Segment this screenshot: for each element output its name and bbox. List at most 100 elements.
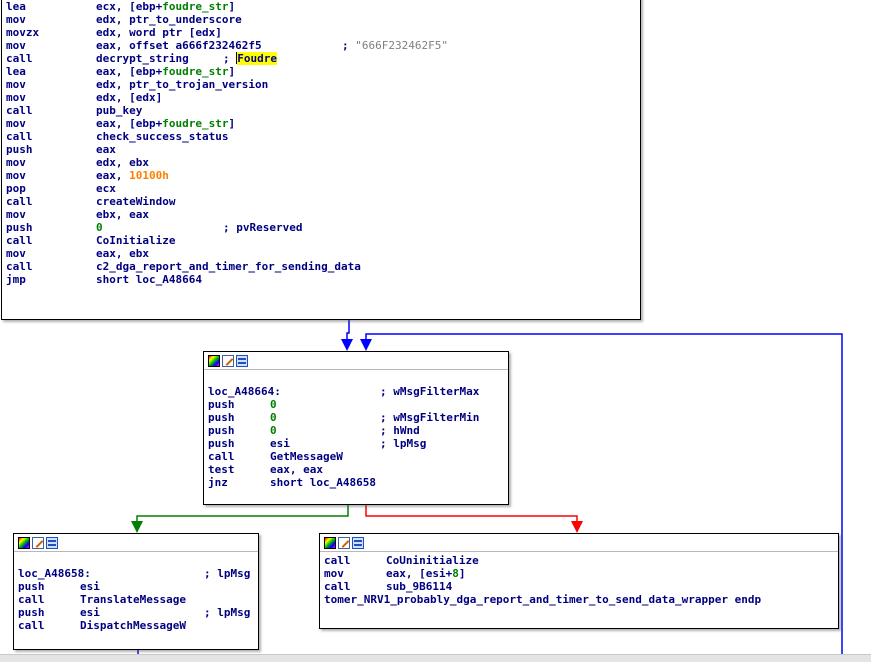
asm-comment: ; Foudre	[223, 52, 277, 65]
asm-operands: edx, ebx	[96, 156, 149, 169]
asm-comment: ; lpMsg	[380, 437, 427, 450]
asm-operands: 0	[270, 398, 277, 411]
asm-mnemonic: push	[208, 398, 235, 411]
asm-mnemonic: call	[6, 260, 33, 273]
asm-mnemonic: push	[18, 606, 45, 619]
asm-operands: 0	[96, 221, 103, 234]
asm-symbol: foudre_str	[162, 65, 229, 78]
asm-mnemonic: movzx	[6, 26, 40, 39]
asm-line: call pub_key	[6, 104, 636, 117]
asm-operands: TranslateMessage	[80, 593, 186, 606]
asm-mnemonic: call	[18, 619, 45, 632]
asm-operands: eax, [ebp+foudre_str]	[96, 117, 236, 130]
asm-operands: CoUninitialize	[386, 554, 479, 567]
asm-line: mov edx, ebx	[6, 156, 636, 169]
asm-operands: eax, offset a666f232462f5	[96, 39, 262, 52]
node-header	[320, 534, 838, 552]
highlighted-text: Foudre	[237, 52, 277, 65]
asm-comment: ; wMsgFilterMin	[380, 411, 480, 424]
asm-mnemonic: push	[6, 221, 33, 234]
node-header	[204, 352, 508, 370]
color-icon[interactable]	[208, 354, 220, 367]
asm-operands: ecx, [ebp+foudre_str]	[96, 0, 236, 13]
asm-mnemonic: pop	[6, 182, 26, 195]
asm-operands: pub_key	[96, 104, 143, 117]
asm-comment: ; lpMsg	[204, 606, 251, 619]
asm-mnemonic: mov	[324, 567, 344, 580]
asm-operands: eax, [ebp+foudre_str]	[96, 65, 236, 78]
asm-mnemonic: jnz	[208, 476, 228, 489]
asm-operands: createWindow	[96, 195, 176, 208]
graph-icon[interactable]	[236, 354, 248, 367]
asm-mnemonic: call	[6, 234, 33, 247]
asm-operands: edx, ptr_to_trojan_version	[96, 78, 269, 91]
asm-operands: short loc_A48658	[270, 476, 376, 489]
graph-icon[interactable]	[352, 536, 364, 549]
asm-mnemonic: push	[208, 424, 235, 437]
color-icon[interactable]	[18, 536, 30, 549]
asm-comment: ; "666F232462F5"	[342, 39, 448, 52]
asm-mnemonic: call	[324, 580, 351, 593]
asm-operands: eax, ebx	[96, 247, 149, 260]
asm-operands: edx, ptr_to_underscore	[96, 13, 242, 26]
asm-mnemonic: push	[208, 437, 235, 450]
asm-mnemonic: mov	[6, 117, 26, 130]
edit-icon[interactable]	[32, 536, 44, 549]
asm-operands: 0	[270, 424, 277, 437]
asm-line: push eax	[6, 143, 636, 156]
asm-mnemonic: jmp	[6, 273, 26, 286]
edge-loop-to-left-true	[131, 505, 349, 533]
asm-mnemonic: test	[208, 463, 235, 476]
asm-operands: esi	[80, 580, 100, 593]
asm-symbol: 8	[452, 567, 459, 580]
asm-operands: edx, [edx]	[96, 91, 163, 104]
asm-immediate: 0	[96, 221, 103, 234]
asm-mnemonic: mov	[6, 208, 26, 221]
asm-operands: eax	[96, 143, 116, 156]
text-cursor	[236, 52, 238, 64]
asm-mnemonic: mov	[6, 78, 26, 91]
edit-icon[interactable]	[338, 536, 350, 549]
asm-mnemonic: call	[6, 104, 33, 117]
bottom-scroll-strip[interactable]	[0, 654, 871, 662]
asm-label-line: loc_A48658:; lpMsg	[18, 567, 254, 580]
asm-operands: GetMessageW	[270, 450, 343, 463]
asm-mnemonic: mov	[6, 156, 26, 169]
asm-string-literal: "666F232462F5"	[355, 39, 448, 52]
asm-immediate: 0	[270, 398, 277, 411]
edit-icon[interactable]	[222, 354, 234, 367]
graph-icon[interactable]	[46, 536, 58, 549]
edge-top-to-loop	[341, 320, 353, 351]
asm-mnemonic: push	[6, 143, 33, 156]
asm-immediate: 10100h	[129, 169, 169, 182]
color-icon[interactable]	[324, 536, 336, 549]
asm-comment: ; wMsgFilterMax	[380, 385, 480, 398]
asm-mnemonic: call	[6, 130, 33, 143]
asm-proc-end: tomer_NRV1_probably_dga_report_and_timer…	[324, 593, 762, 606]
asm-endp-line: tomer_NRV1_probably_dga_report_and_timer…	[324, 593, 834, 606]
